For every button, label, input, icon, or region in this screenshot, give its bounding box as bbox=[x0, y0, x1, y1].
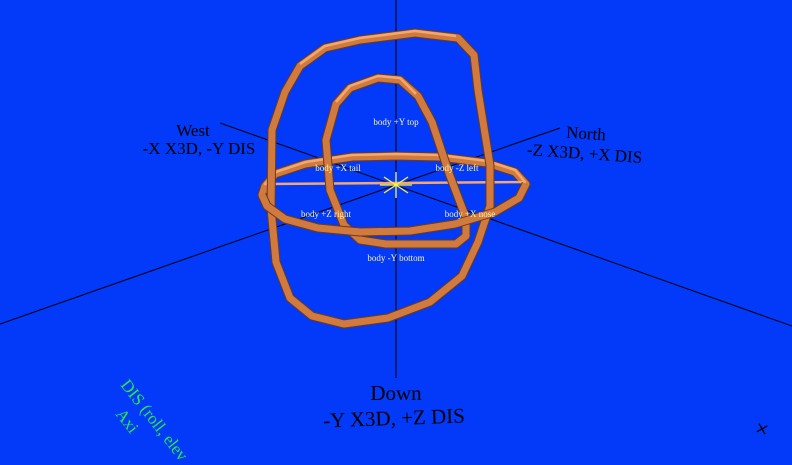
dis-note: DIS (roll, elev Axi bbox=[112, 376, 192, 465]
down-axes: -Y X3D, +Z DIS bbox=[323, 404, 465, 433]
north-axis-line bbox=[395, 127, 561, 186]
west-name: West bbox=[176, 121, 210, 140]
down-name: Down bbox=[370, 381, 422, 405]
down-left-axis-line bbox=[0, 184, 397, 325]
body-top-label: body +Y top bbox=[373, 117, 419, 127]
body-left-label: body -Z left bbox=[436, 163, 479, 173]
body-nose-label: body +X nose bbox=[445, 209, 496, 219]
north-axes: -Z X3D, +X DIS bbox=[526, 140, 642, 167]
body-tail-label: body +X tail bbox=[315, 163, 361, 173]
direction-north: North -Z X3D, +X DIS bbox=[526, 123, 642, 167]
north-name: North bbox=[566, 123, 607, 145]
outer-ring bbox=[266, 28, 495, 329]
body-right-label: body +Z right bbox=[301, 209, 352, 219]
corner-axis-glyph: + bbox=[749, 413, 776, 445]
west-east-axis-line bbox=[219, 122, 792, 327]
horizontal-ring-front bbox=[257, 181, 531, 237]
west-axes: -X X3D, -Y DIS bbox=[143, 139, 256, 158]
center-crosshair bbox=[380, 172, 412, 198]
direction-down: Down -Y X3D, +Z DIS bbox=[323, 381, 465, 432]
gyro-rings bbox=[257, 28, 531, 329]
inner-ring bbox=[321, 73, 471, 249]
direction-west: West -X X3D, -Y DIS bbox=[143, 121, 256, 158]
body-labels: body +Y top body +X tail body -Z left bo… bbox=[301, 117, 495, 263]
body-bottom-label: body -Y bottom bbox=[367, 253, 424, 263]
